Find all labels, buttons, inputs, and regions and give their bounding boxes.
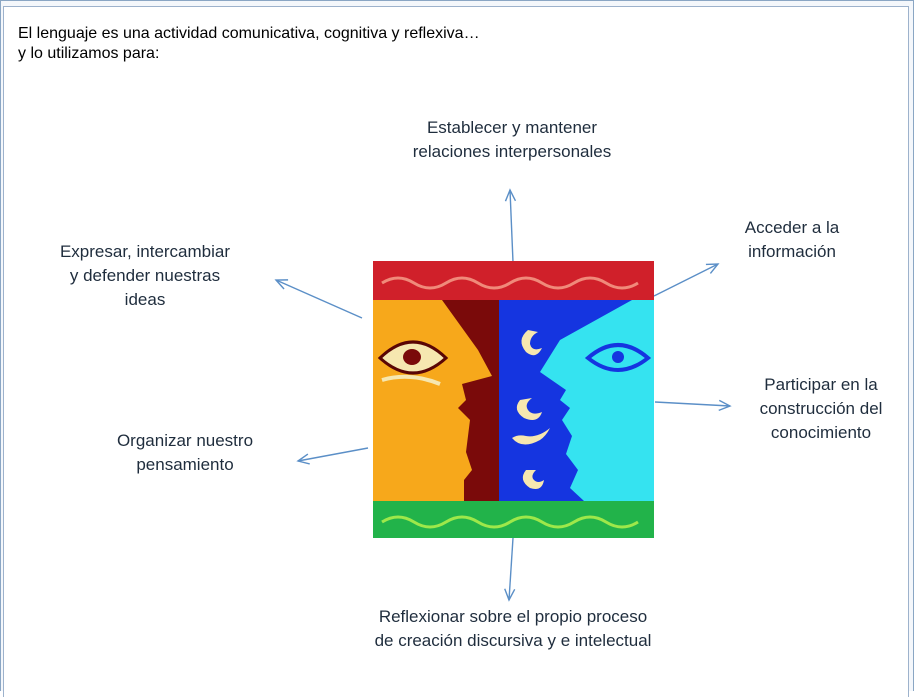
top-wave xyxy=(381,276,639,290)
label-organize-thought: Organizar nuestro pensamiento xyxy=(80,429,290,477)
label-relations: Establecer y mantener relaciones interpe… xyxy=(372,116,652,164)
faces-illustration xyxy=(373,261,654,538)
label-line: relaciones interpersonales xyxy=(412,142,612,161)
label-line: Acceder a la xyxy=(744,218,840,237)
label-line: pensamiento xyxy=(136,455,234,474)
bottom-wave xyxy=(381,515,639,529)
label-line: ideas xyxy=(124,290,166,309)
label-line: Organizar nuestro xyxy=(116,431,254,450)
label-line: de creación discursiva y e intelectual xyxy=(374,631,652,650)
label-information: Acceder a la información xyxy=(722,216,862,264)
label-reflect: Reflexionar sobre el propio proceso de c… xyxy=(318,605,708,653)
label-line: Participar en la xyxy=(764,375,878,394)
language-diagram xyxy=(274,188,732,602)
right-eye-icon xyxy=(584,343,652,372)
label-line: construcción del xyxy=(759,399,883,418)
arrow-left xyxy=(296,447,369,465)
arrow-up xyxy=(504,188,517,263)
label-line: y defender nuestras xyxy=(69,266,221,285)
label-line: Establecer y mantener xyxy=(426,118,598,137)
label-express-ideas: Expresar, intercambiar y defender nuestr… xyxy=(30,240,260,312)
label-line: Expresar, intercambiar xyxy=(59,242,231,261)
label-line: Reflexionar sobre el propio proceso xyxy=(378,607,648,626)
intro-line-2: y lo utilizamos para: xyxy=(18,45,160,62)
intro-line-1: El lenguaje es una actividad comunicativ… xyxy=(18,25,480,42)
left-eye-icon xyxy=(377,340,449,386)
intro-text: El lenguaje es una actividad comunicativ… xyxy=(18,24,480,64)
arrow-right xyxy=(654,399,732,412)
arrow-down xyxy=(504,537,516,602)
arrow-up-left xyxy=(274,279,363,319)
label-knowledge: Participar en la construcción del conoci… xyxy=(738,373,904,445)
label-line: información xyxy=(748,242,836,261)
swirl-decorations xyxy=(512,330,550,489)
arrow-up-right xyxy=(653,263,720,297)
label-line: conocimiento xyxy=(770,423,872,442)
